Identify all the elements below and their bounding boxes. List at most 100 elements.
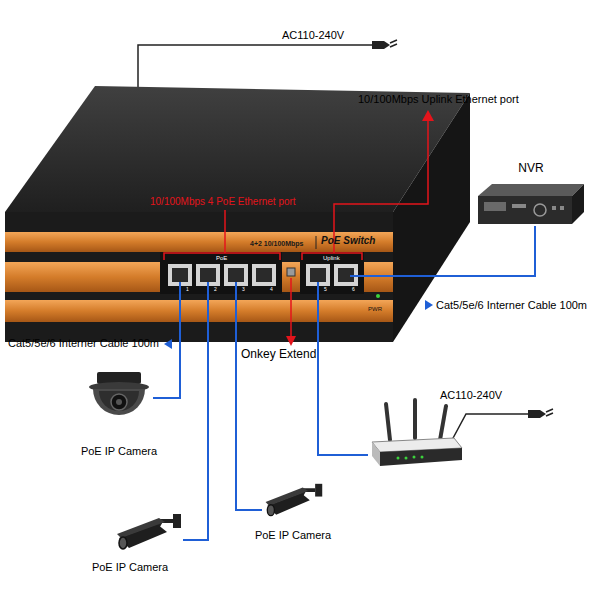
port-group-label: PoE xyxy=(216,255,227,261)
blue-pointer xyxy=(164,300,433,349)
poe-switch: 4+2 10/100MbpsPoE Switch xyxy=(5,212,393,292)
ethernet-ports xyxy=(168,264,358,286)
dome-camera: PoE IP Camera xyxy=(85,372,153,428)
wireless-router-icon-part xyxy=(405,457,408,460)
bullet-camera-icon-part xyxy=(173,514,181,528)
port-number: 3 xyxy=(242,287,245,292)
red-callout-part xyxy=(224,210,226,253)
power-cord-top-part xyxy=(390,40,397,43)
node-label: NVR xyxy=(476,162,586,174)
port-number: 6 xyxy=(352,287,355,292)
switch-body-part xyxy=(376,294,380,298)
ethernet-ports-part xyxy=(172,268,188,282)
port-number: 1 xyxy=(186,287,189,292)
red-callout-part xyxy=(164,253,280,260)
red-arrowhead-part xyxy=(422,110,434,121)
cable-note: Cat5/5e/6 Interner Cable 100m xyxy=(436,300,587,311)
nvr-device-icon-part xyxy=(512,204,526,208)
cable-stub-part xyxy=(207,282,209,292)
nvr-device-icon-part xyxy=(484,202,506,211)
port-callout: 10/100Mbps 4 PoE Ethernet port xyxy=(150,197,296,207)
switch-body-part xyxy=(300,252,364,294)
blue-pointer-part xyxy=(164,339,172,349)
nvr-device-icon-part xyxy=(478,184,584,196)
nvr-device-icon-part xyxy=(534,204,546,216)
ethernet-ports-part xyxy=(200,268,216,282)
red-callout xyxy=(164,120,428,338)
switch-body-part xyxy=(287,268,295,276)
ethernet-ports-part xyxy=(310,268,326,282)
bullet-camera-icon xyxy=(113,512,183,556)
bullet-camera-icon-part xyxy=(315,484,322,497)
cable-stub-part xyxy=(317,282,319,292)
led-label: PWR xyxy=(368,306,382,312)
nvr-device-icon xyxy=(476,180,586,226)
wireless-router-icon-part xyxy=(440,406,446,440)
power-cord-top-part xyxy=(390,44,397,47)
red-arrowhead xyxy=(286,110,434,346)
port-number: 4 xyxy=(270,287,273,292)
bullet-camera-icon-part xyxy=(117,518,165,538)
blue-pointer-part xyxy=(425,300,433,310)
wireless-router-icon-part xyxy=(380,448,462,466)
ethernet-ports-part xyxy=(252,264,276,286)
switch-body-part xyxy=(5,212,393,342)
port-callout: 10/100Mbps Uplink Ethernet port xyxy=(358,94,519,105)
port-group-label: Uplink xyxy=(323,255,340,261)
bullet-camera-icon-part xyxy=(119,537,127,549)
ethernet-ports-part xyxy=(256,268,272,282)
ethernet-ports-part xyxy=(228,268,244,282)
dome-camera-icon-part xyxy=(99,391,139,411)
wireless-router-icon-part xyxy=(397,457,400,460)
nvr-device-icon-part xyxy=(572,184,584,224)
power-cord-router xyxy=(452,409,553,440)
dome-camera-icon xyxy=(85,372,153,428)
power-cord-router-part xyxy=(452,414,528,440)
bullet-camera-icon-part xyxy=(266,487,309,505)
dome-camera-icon-part xyxy=(111,394,127,410)
bullet-camera-icon-part xyxy=(267,505,274,516)
cable-stub-part xyxy=(179,282,181,292)
nvr-device-icon-part xyxy=(560,206,564,210)
bullet-camera: PoE IP Camera xyxy=(113,512,183,556)
wireless-router: AC110-240V xyxy=(368,398,463,470)
switch-body-part xyxy=(316,236,317,249)
switch-body-part xyxy=(5,300,393,322)
switch-body-part xyxy=(5,232,393,252)
node-label: AC110-240V xyxy=(440,390,502,401)
wireless-router-icon-part xyxy=(421,456,424,459)
node-label: 4+2 10/100Mbps xyxy=(250,240,304,247)
switch-body-part xyxy=(160,252,282,294)
power-label: AC110-240V xyxy=(282,30,344,41)
network-cable xyxy=(236,292,262,510)
wireless-router-icon-part xyxy=(413,456,416,459)
node-label: PoE IP Camera xyxy=(232,530,354,541)
power-cord-top-part xyxy=(372,41,390,49)
red-callout-part xyxy=(290,278,292,338)
cable-stub-part xyxy=(235,282,237,292)
dome-camera-icon-part xyxy=(93,389,145,415)
port-number: 5 xyxy=(324,287,327,292)
power-cord-router-part xyxy=(546,413,553,416)
nvr-device-icon-part xyxy=(478,196,572,224)
power-cord-router-part xyxy=(528,410,546,418)
wireless-router-icon-part xyxy=(386,404,390,440)
node-label: PoE IP Camera xyxy=(55,446,183,457)
red-arrowhead-part xyxy=(286,336,296,346)
nvr-device: NVR xyxy=(476,180,586,226)
cable-note: Cat5/5e/6 Interner Cable 100m xyxy=(8,338,159,349)
dome-camera-icon-part xyxy=(116,399,122,405)
port-number: 2 xyxy=(214,287,217,292)
power-cord-router-part xyxy=(546,409,553,412)
node-label: PoE IP Camera xyxy=(70,562,190,573)
red-callout-part xyxy=(302,253,362,260)
bullet-camera: PoE IP Camera xyxy=(262,482,324,522)
cable-stub xyxy=(180,276,393,292)
wireless-router-icon xyxy=(368,398,463,470)
bullet-camera-icon xyxy=(262,482,324,522)
red-callout-part xyxy=(334,120,428,253)
wireless-router-icon-part xyxy=(372,442,380,466)
network-cable xyxy=(393,226,535,276)
nvr-device-icon-part xyxy=(552,206,556,210)
